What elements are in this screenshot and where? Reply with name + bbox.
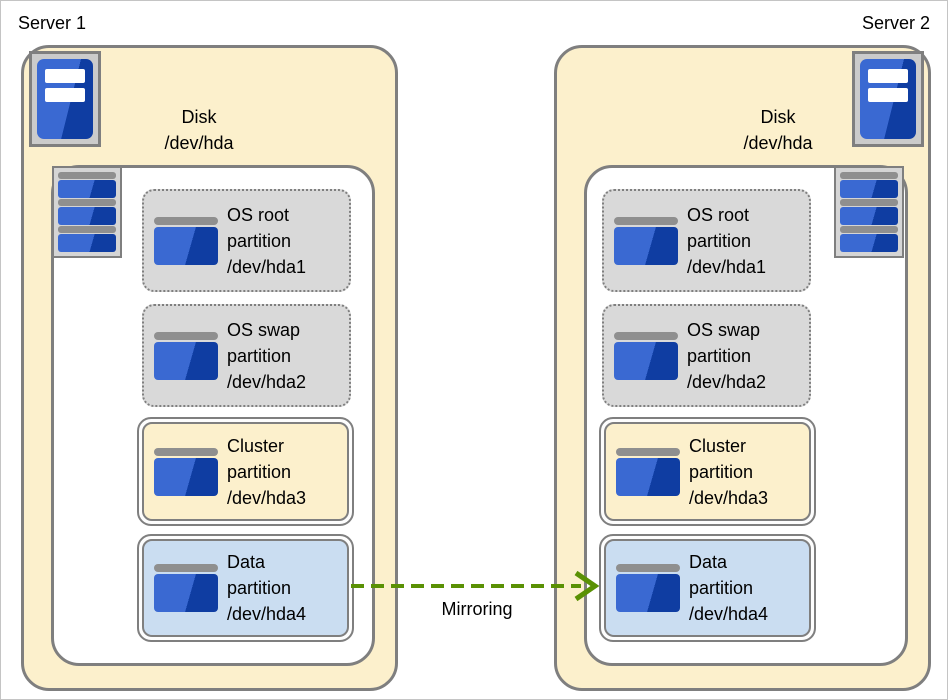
disk-icon (616, 447, 680, 496)
server1-disk-box: Disk /dev/hda OS root partition /dev/hda… (21, 45, 398, 691)
disk-icon (154, 331, 218, 380)
partition-cluster: Cluster partition /dev/hda3 (137, 417, 354, 526)
partition-label: OS root partition /dev/hda1 (227, 204, 307, 277)
disk-icon (616, 564, 680, 612)
disk-icon (154, 216, 218, 265)
disk-label-line1: Disk (760, 107, 796, 127)
partition-label: OS swap partition /dev/hda2 (687, 319, 767, 392)
server-tower-icon (852, 51, 924, 147)
server-tower-icon (29, 51, 101, 147)
partition-label: OS root partition /dev/hda1 (687, 204, 767, 277)
disk-device-label: Disk /dev/hda (99, 104, 299, 156)
disk-icon (154, 564, 218, 612)
disk-label-line2: /dev/hda (164, 133, 234, 153)
partition-os-swap: OS swap partition /dev/hda2 (602, 304, 811, 407)
disk-label-line2: /dev/hda (743, 133, 813, 153)
partition-label: Data partition /dev/hda4 (689, 552, 769, 624)
server2-disk-box: Disk /dev/hda OS root partition /dev/hda… (554, 45, 931, 691)
partition-label: Cluster partition /dev/hda3 (689, 435, 769, 508)
partition-label: OS swap partition /dev/hda2 (227, 319, 307, 392)
disk-stack-icon (52, 166, 122, 258)
mirroring-label: Mirroring (441, 599, 513, 619)
server-tower-body (860, 59, 916, 139)
disk-icon (614, 216, 678, 265)
partition-label: Data partition /dev/hda4 (227, 552, 307, 624)
disk-icon (154, 447, 218, 496)
disk-device-label: Disk /dev/hda (678, 104, 878, 156)
disk-icon (614, 331, 678, 380)
partition-data: Data partition /dev/hda4 (137, 534, 354, 642)
partition-os-root: OS root partition /dev/hda1 (602, 189, 811, 292)
partition-os-root: OS root partition /dev/hda1 (142, 189, 351, 292)
server1-title: Server 1 (18, 13, 87, 33)
disk-label-line1: Disk (181, 107, 217, 127)
server-tower-body (37, 59, 93, 139)
partition-os-swap: OS swap partition /dev/hda2 (142, 304, 351, 407)
server2-title: Server 2 (861, 13, 930, 33)
disk-stack-icon (834, 166, 904, 258)
partition-data: Data partition /dev/hda4 (599, 534, 816, 642)
partition-cluster: Cluster partition /dev/hda3 (599, 417, 816, 526)
partition-label: Cluster partition /dev/hda3 (227, 435, 307, 508)
